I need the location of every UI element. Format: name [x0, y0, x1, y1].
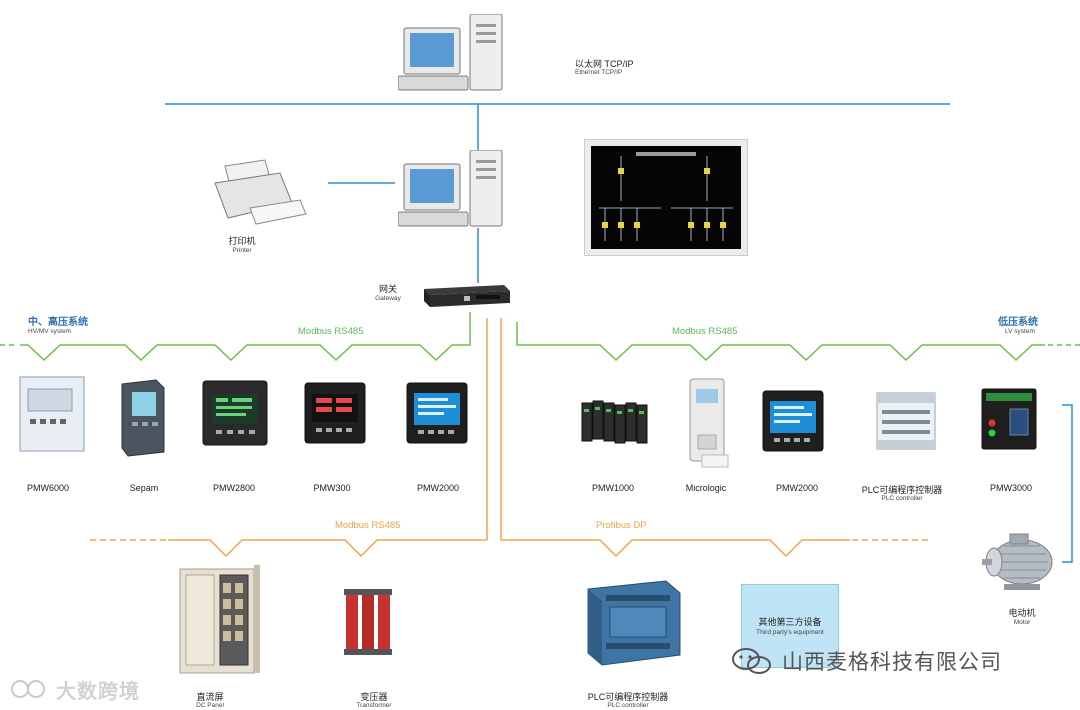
- hv-device-label-1: Sepam: [129, 483, 159, 493]
- workstation-top[interactable]: [398, 14, 510, 94]
- modbus-lower-label: Modbus RS485: [335, 520, 401, 531]
- wechat-icon: [732, 648, 771, 674]
- modbus-left-label: Modbus RS485: [298, 326, 364, 337]
- device-pmw2000-lv[interactable]: [760, 388, 826, 454]
- hv-device-label-4: PMW2000: [416, 483, 460, 493]
- motor-label: 电动机: [1008, 608, 1036, 618]
- device-micrologic[interactable]: [684, 375, 732, 471]
- hv-system-sub: HV/MV system: [28, 328, 71, 335]
- printer-sub: Printer: [232, 247, 252, 254]
- watermark-left: 大数跨境: [10, 676, 140, 703]
- lv-system-sub: LV system: [1005, 328, 1035, 335]
- hv-device-label-3: PMW300: [313, 483, 351, 493]
- watermark-right-text: 山西麦格科技有限公司: [782, 651, 1002, 674]
- printer-label: 打印机: [228, 236, 256, 246]
- device-pmw2000-hv[interactable]: [404, 380, 470, 446]
- gateway-sub: Gateway: [375, 295, 401, 302]
- device-sepam[interactable]: [118, 378, 168, 458]
- motor-sub: Motor: [1013, 619, 1031, 626]
- printer-icon[interactable]: [210, 158, 310, 228]
- modbus-right-label: Modbus RS485: [672, 326, 738, 337]
- ethernet-subtitle: Ethernet TCP/IP: [575, 69, 623, 76]
- plc-bottom-label: PLC可编程序控制器: [587, 692, 669, 702]
- lv-device-label-1: Micrologic: [685, 483, 727, 493]
- plc-bottom-sub: PLC controller: [607, 702, 649, 709]
- motor-icon[interactable]: [980, 528, 1064, 600]
- watermark-left-logo-icon: [11, 680, 45, 698]
- device-pmw6000[interactable]: [14, 373, 88, 455]
- lv-device-label-3: PLC可编程序控制器: [861, 485, 943, 495]
- dc-panel-sub: DC Panel: [196, 702, 224, 709]
- device-pmw1000[interactable]: [578, 395, 654, 447]
- dc-panel-label: 直流屏: [196, 692, 224, 702]
- lv-plc-sub: PLC controller: [881, 495, 923, 502]
- gateway-device[interactable]: [420, 283, 512, 309]
- watermark-right: 山西麦格科技有限公司: [730, 646, 1002, 676]
- lv-device-label-0: PMW1000: [591, 483, 635, 493]
- profibus-label: Profibus DP: [596, 520, 647, 531]
- lv-device-label-2: PMW2000: [775, 483, 819, 493]
- ethernet-title: 以太网 TCP/IP: [575, 59, 634, 69]
- device-pmw300[interactable]: [302, 380, 368, 446]
- transformer-icon[interactable]: [340, 583, 396, 659]
- lv-device-label-4: PMW3000: [989, 483, 1033, 493]
- dc-panel-icon[interactable]: [176, 563, 262, 679]
- transformer-label: 变压器: [360, 692, 388, 702]
- third-party-sub: Third party's equipment: [756, 629, 824, 636]
- hv-system-title: 中、高压系统: [28, 317, 88, 328]
- device-pmw3000[interactable]: [978, 385, 1040, 453]
- hv-device-label-2: PMW2800: [212, 483, 256, 493]
- lv-system-title: 低压系统: [998, 317, 1038, 328]
- device-pmw2800[interactable]: [200, 378, 270, 448]
- server-workstation[interactable]: [398, 150, 510, 230]
- third-party-label: 其他第三方设备: [758, 617, 822, 627]
- watermark-left-text: 大数跨境: [56, 680, 140, 703]
- gateway-label: 网关: [378, 284, 397, 294]
- plc-bottom-icon[interactable]: [580, 577, 686, 669]
- hv-device-label-0: PMW6000: [26, 483, 70, 493]
- transformer-sub: Transformer: [356, 702, 392, 709]
- device-plc-controller[interactable]: [874, 388, 938, 454]
- scada-display: [584, 139, 748, 256]
